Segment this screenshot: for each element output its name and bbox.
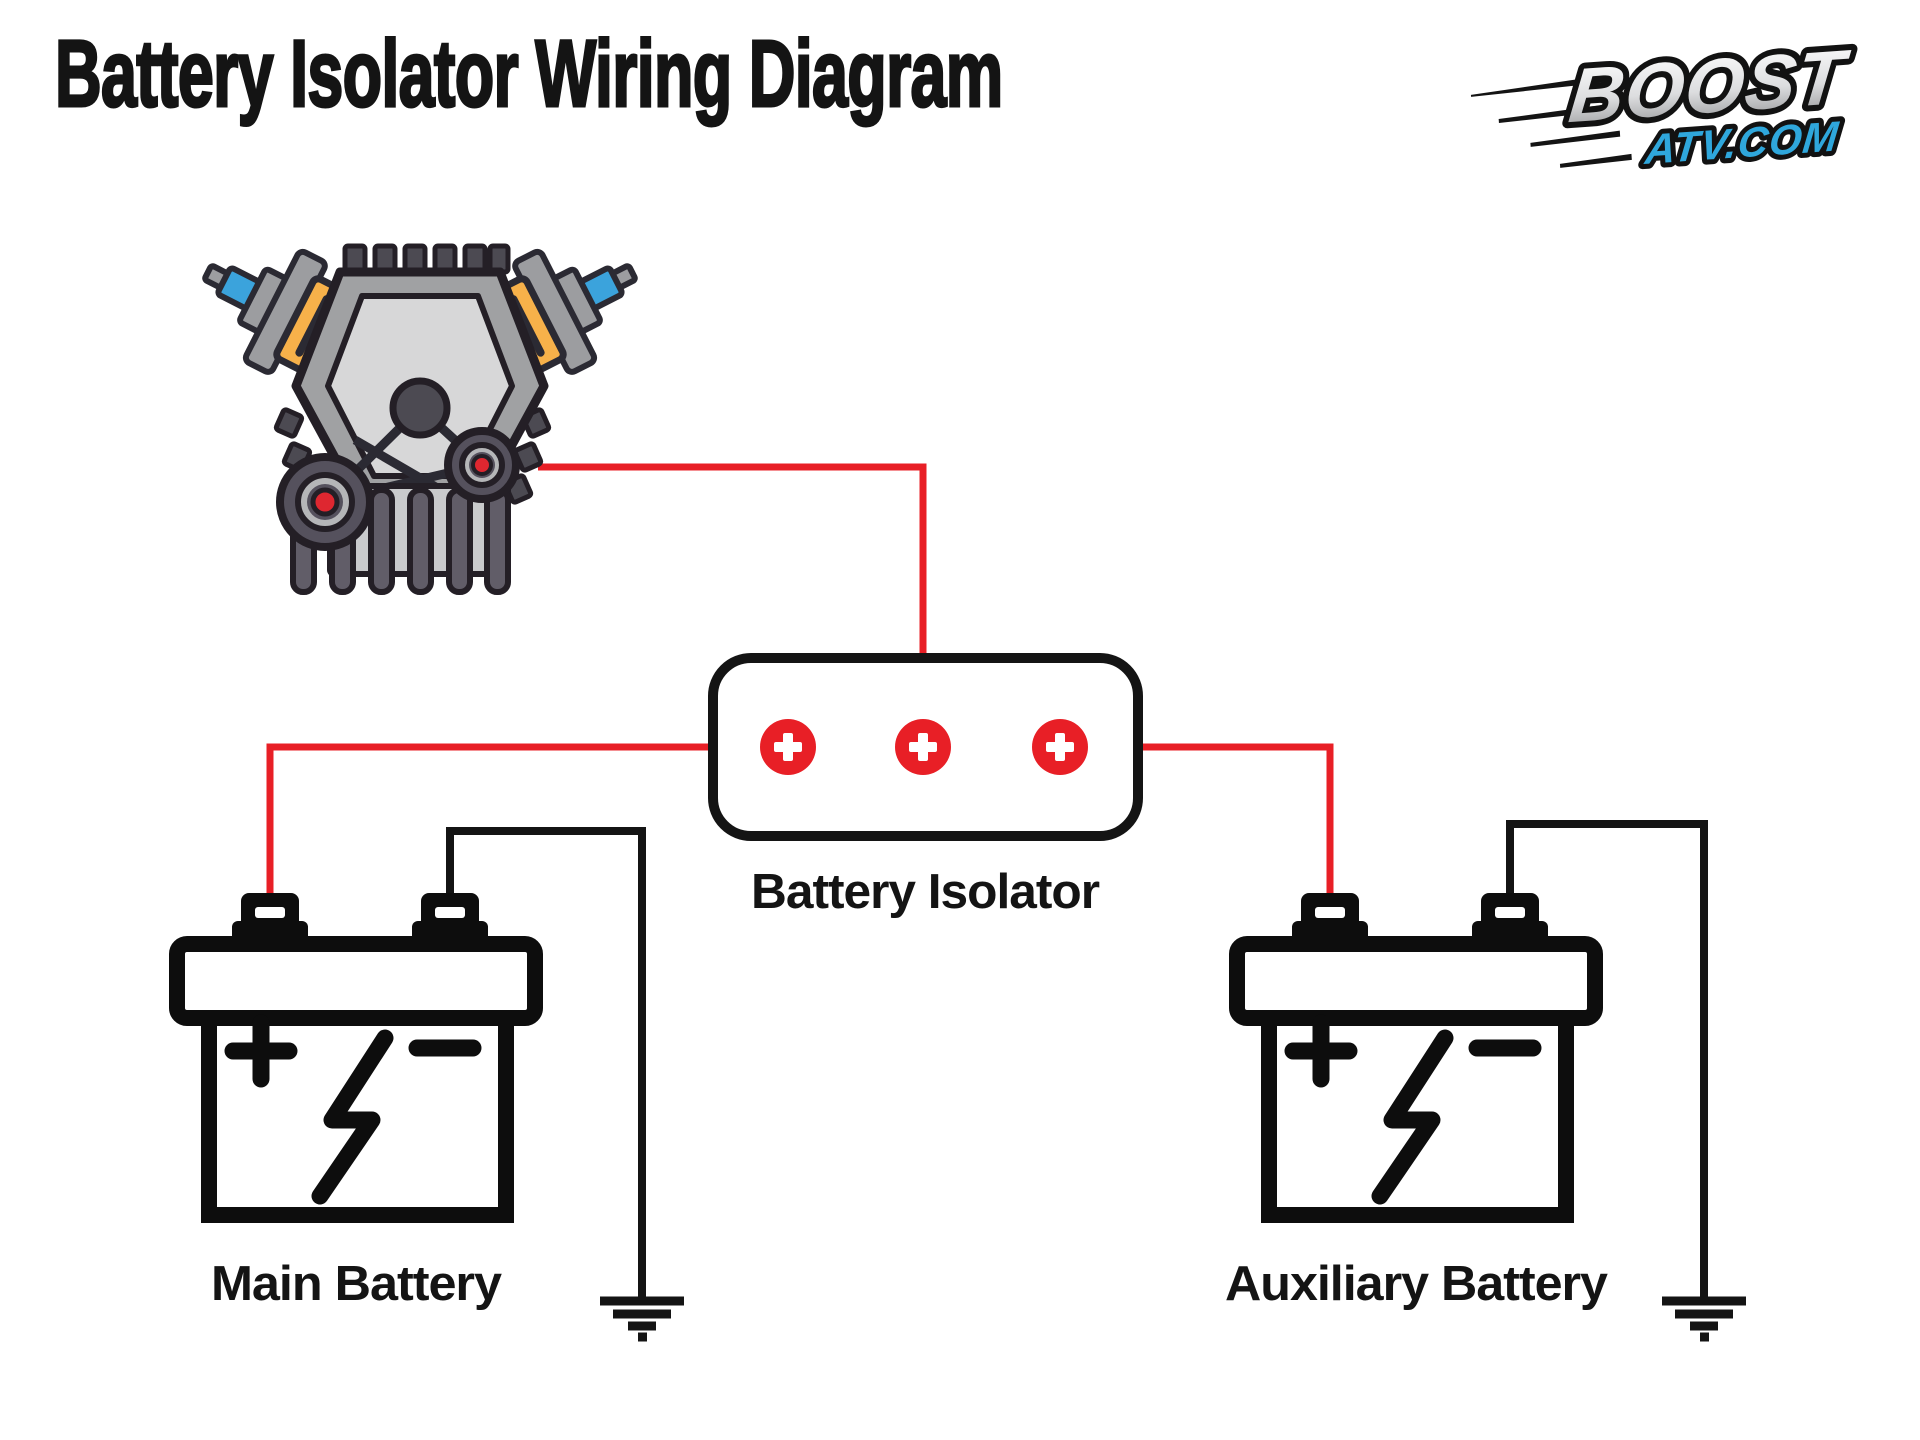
- engine-icon: [180, 217, 661, 595]
- wire-isolator-to-aux-battery: [1084, 743, 1334, 899]
- isolator-label: Battery Isolator: [751, 865, 1100, 919]
- page-title: Battery Isolator Wiring Diagram: [54, 20, 1004, 129]
- isolator-terminal-1: [760, 719, 816, 775]
- boost-atv-logo: BOOST ATV.COM: [1470, 18, 1900, 188]
- main-battery-bolt-icon: [311, 1029, 394, 1205]
- engine-top-teeth: [342, 243, 511, 275]
- aux-battery-bolt-icon: [1371, 1029, 1454, 1205]
- main-battery-label: Main Battery: [211, 1257, 502, 1311]
- battery-isolator: Battery Isolator: [708, 653, 1143, 919]
- logo-speed-lines: [1470, 71, 1632, 168]
- aux-battery-label: Auxiliary Battery: [1225, 1257, 1608, 1311]
- isolator-terminal-3: [1032, 719, 1088, 775]
- wire-isolator-to-main-battery: [266, 743, 762, 897]
- auxiliary-battery: Auxiliary Battery: [1225, 893, 1609, 1311]
- main-ground-symbol: [600, 1296, 684, 1342]
- wire-aux-battery-to-ground: [1506, 820, 1708, 1297]
- aux-battery-cap: [1229, 936, 1603, 1026]
- main-battery-cap: [169, 936, 543, 1026]
- wire-main-battery-to-ground: [446, 827, 646, 1297]
- engine-big-pulley: [276, 453, 374, 551]
- wire-engine-to-isolator: [538, 463, 927, 716]
- engine-small-pulley: [444, 427, 520, 503]
- engine-crank-pulley: [389, 377, 451, 439]
- boost-atv-logo-icon: BOOST ATV.COM: [1470, 29, 1860, 178]
- main-battery-plus-symbol: [224, 1014, 298, 1088]
- aux-ground-symbol: [1662, 1296, 1746, 1342]
- main-battery: Main Battery: [169, 893, 543, 1311]
- aux-battery-plus-symbol: [1284, 1014, 1358, 1088]
- isolator-terminal-2: [895, 719, 951, 775]
